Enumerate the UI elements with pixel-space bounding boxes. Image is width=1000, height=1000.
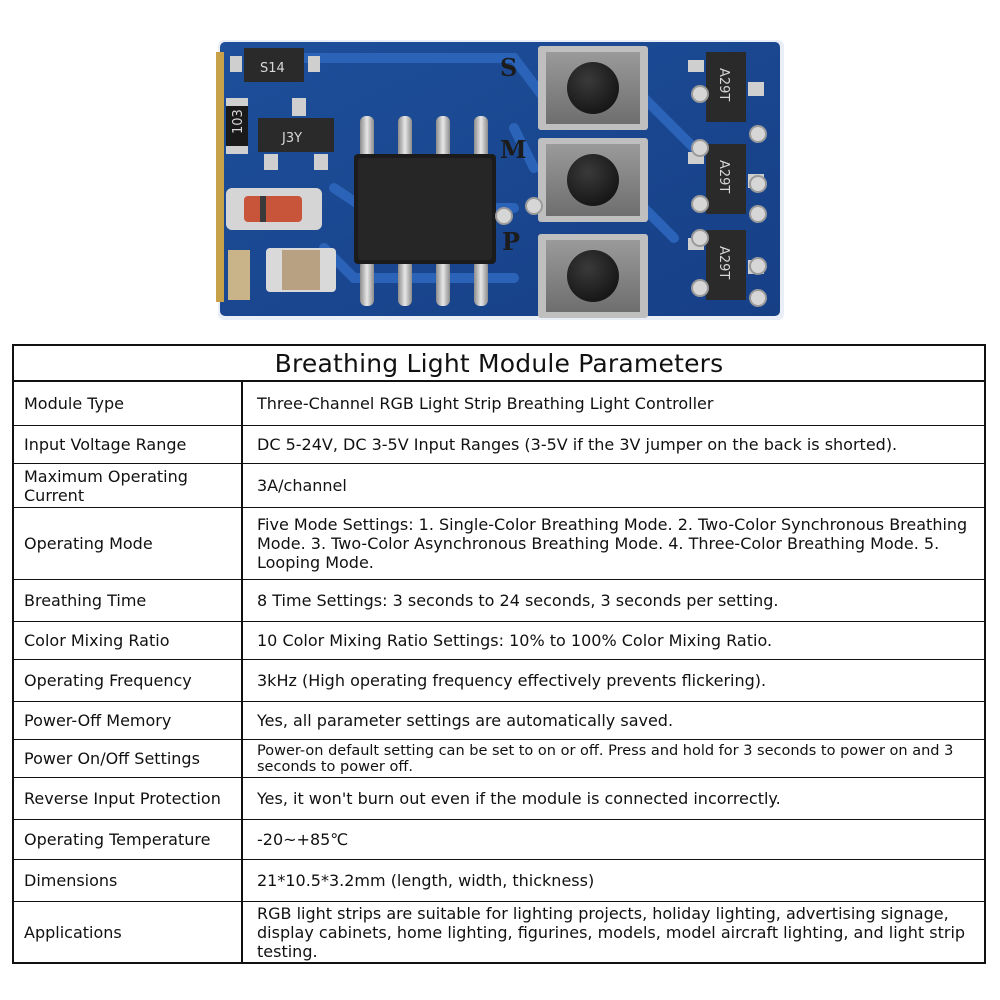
button-m (538, 138, 648, 222)
silk-label-s: S (500, 53, 517, 82)
parameter-table: Breathing Light Module Parameters Module… (12, 344, 986, 964)
button-s (538, 46, 648, 130)
chip-label-a29t-1: A29T (716, 68, 731, 101)
table-row: Reverse Input Protection Yes, it won't b… (14, 778, 984, 820)
row-value-input-voltage: DC 5-24V, DC 3-5V Input Ranges (3-5V if … (257, 435, 898, 454)
table-row: Color Mixing Ratio 10 Color Mixing Ratio… (14, 622, 984, 660)
table-row: Power-Off Memory Yes, all parameter sett… (14, 702, 984, 740)
chip-label-a29t-2: A29T (716, 160, 731, 193)
table-row: Input Voltage Range DC 5-24V, DC 3-5V In… (14, 426, 984, 464)
button-p (538, 234, 648, 318)
edge-pads (216, 52, 224, 302)
diode (226, 188, 322, 230)
table-row: Operating Temperature -20~+85℃ (14, 820, 984, 860)
table-row: Module Type Three-Channel RGB Light Stri… (14, 382, 984, 426)
row-value-operating-frequency: 3kHz (High operating frequency effective… (257, 671, 767, 690)
table-row: Dimensions 21*10.5*3.2mm (length, width,… (14, 860, 984, 902)
row-value-power-off-memory: Yes, all parameter settings are automati… (257, 711, 674, 730)
row-label-power-off-memory: Power-Off Memory (14, 702, 243, 739)
row-label-operating-temperature: Operating Temperature (14, 820, 243, 859)
table-row: Maximum Operating Current 3A/channel (14, 464, 984, 508)
row-label-operating-frequency: Operating Frequency (14, 660, 243, 701)
silk-label-p: P (502, 227, 520, 256)
row-label-color-mixing: Color Mixing Ratio (14, 622, 243, 659)
capacitor-large (266, 248, 336, 292)
row-value-power-on-off: Power-on default setting can be set to o… (257, 742, 954, 775)
chip-label-103: 103 (231, 109, 246, 134)
row-label-max-current: Maximum Operating Current (14, 464, 243, 507)
row-label-dimensions: Dimensions (14, 860, 243, 901)
table-row: Applications RGB light strips are suitab… (14, 902, 984, 962)
table-row: Power On/Off Settings Power-on default s… (14, 740, 984, 778)
chip-label-s14: S14 (260, 61, 285, 76)
row-value-dimensions: 21*10.5*3.2mm (length, width, thickness) (257, 871, 595, 890)
row-value-operating-temperature: -20~+85℃ (257, 830, 349, 849)
row-label-reverse-protection: Reverse Input Protection (14, 778, 243, 819)
transistor-j3y: J3Y (258, 98, 334, 170)
row-label-applications: Applications (14, 902, 243, 962)
ic-chip (354, 116, 496, 306)
row-value-breathing-time: 8 Time Settings: 3 seconds to 24 seconds… (257, 591, 779, 610)
table-title: Breathing Light Module Parameters (14, 346, 984, 382)
capacitor-small (228, 250, 250, 300)
row-value-reverse-protection: Yes, it won't burn out even if the modul… (257, 789, 781, 808)
row-label-power-on-off: Power On/Off Settings (14, 740, 243, 777)
row-value-operating-mode: Five Mode Settings: 1. Single-Color Brea… (257, 515, 968, 572)
table-row: Breathing Time 8 Time Settings: 3 second… (14, 580, 984, 622)
pcb-board-illustration: S14 103 J3Y (216, 40, 784, 320)
row-label-breathing-time: Breathing Time (14, 580, 243, 621)
row-label-operating-mode: Operating Mode (14, 508, 243, 579)
table-row: Operating Frequency 3kHz (High operating… (14, 660, 984, 702)
row-label-input-voltage: Input Voltage Range (14, 426, 243, 463)
pcb-photo: S14 103 J3Y (214, 38, 786, 322)
silk-label-m: M (500, 135, 527, 164)
row-value-color-mixing: 10 Color Mixing Ratio Settings: 10% to 1… (257, 631, 773, 650)
pin-pads (495, 85, 767, 307)
resistor-103: 103 (226, 98, 248, 154)
mosfet-1: A29T (688, 52, 764, 122)
row-value-module-type: Three-Channel RGB Light Strip Breathing … (257, 394, 714, 413)
chip-label-j3y: J3Y (281, 131, 302, 146)
row-label-module-type: Module Type (14, 382, 243, 425)
row-value-applications: RGB light strips are suitable for lighti… (257, 903, 966, 961)
table-row: Operating Mode Five Mode Settings: 1. Si… (14, 508, 984, 580)
chip-label-a29t-3: A29T (716, 246, 731, 279)
mosfet-3: A29T (688, 230, 764, 300)
transistor-s14: S14 (230, 48, 320, 82)
row-value-max-current: 3A/channel (257, 476, 347, 495)
